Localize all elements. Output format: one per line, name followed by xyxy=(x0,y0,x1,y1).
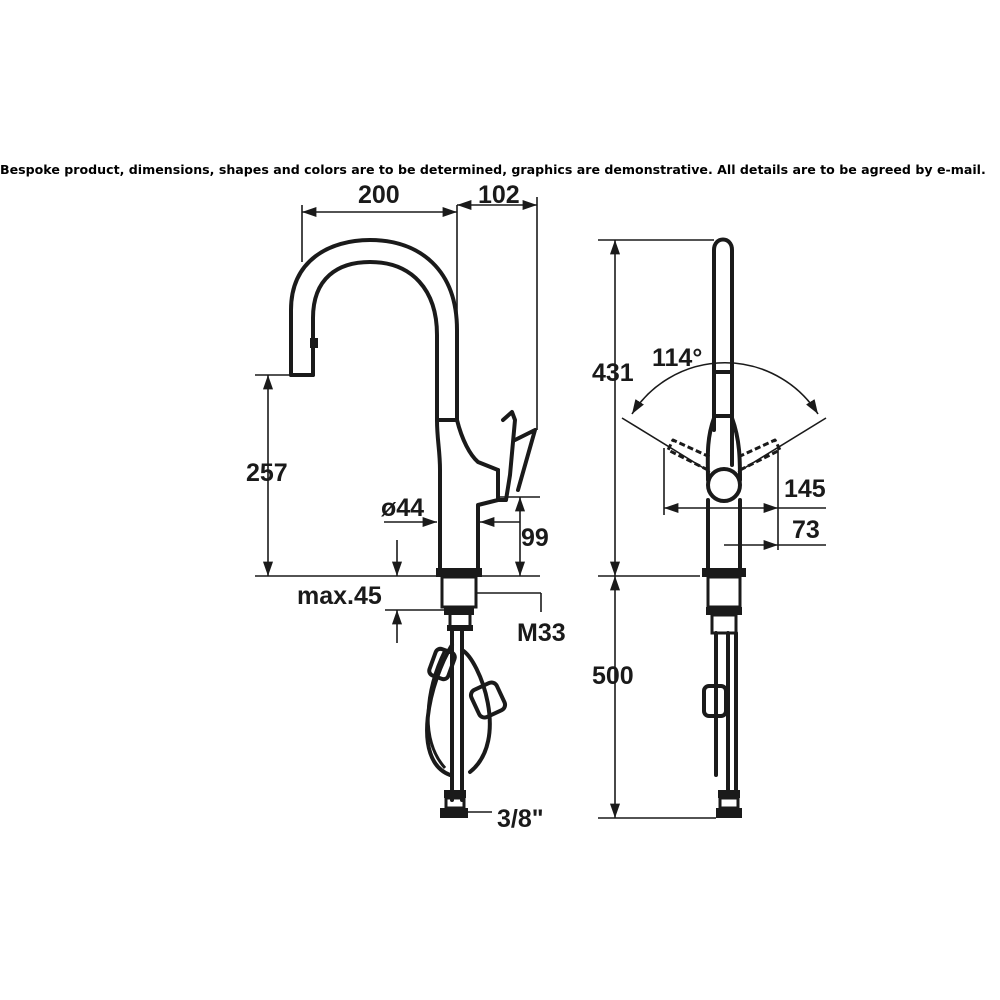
front-view xyxy=(255,197,542,818)
dim-200: 200 xyxy=(358,181,400,209)
dim-102: 102 xyxy=(478,181,520,209)
dim-431: 431 xyxy=(592,359,634,387)
disclaimer-text: Bespoke product, dimensions, shapes and … xyxy=(0,162,986,177)
side-view xyxy=(598,237,827,819)
dim-500: 500 xyxy=(592,662,634,690)
dim-257: 257 xyxy=(246,459,288,487)
dim-angle-114: 114° xyxy=(652,344,702,372)
dim-73: 73 xyxy=(792,516,820,544)
dim-hose-connection: 3/8" xyxy=(497,805,544,833)
dim-max-45: max.45 xyxy=(297,582,382,610)
dim-m33: M33 xyxy=(517,619,566,647)
dim-diameter-44: ø44 xyxy=(381,494,424,522)
dim-99: 99 xyxy=(521,524,549,552)
dim-145: 145 xyxy=(784,475,826,503)
